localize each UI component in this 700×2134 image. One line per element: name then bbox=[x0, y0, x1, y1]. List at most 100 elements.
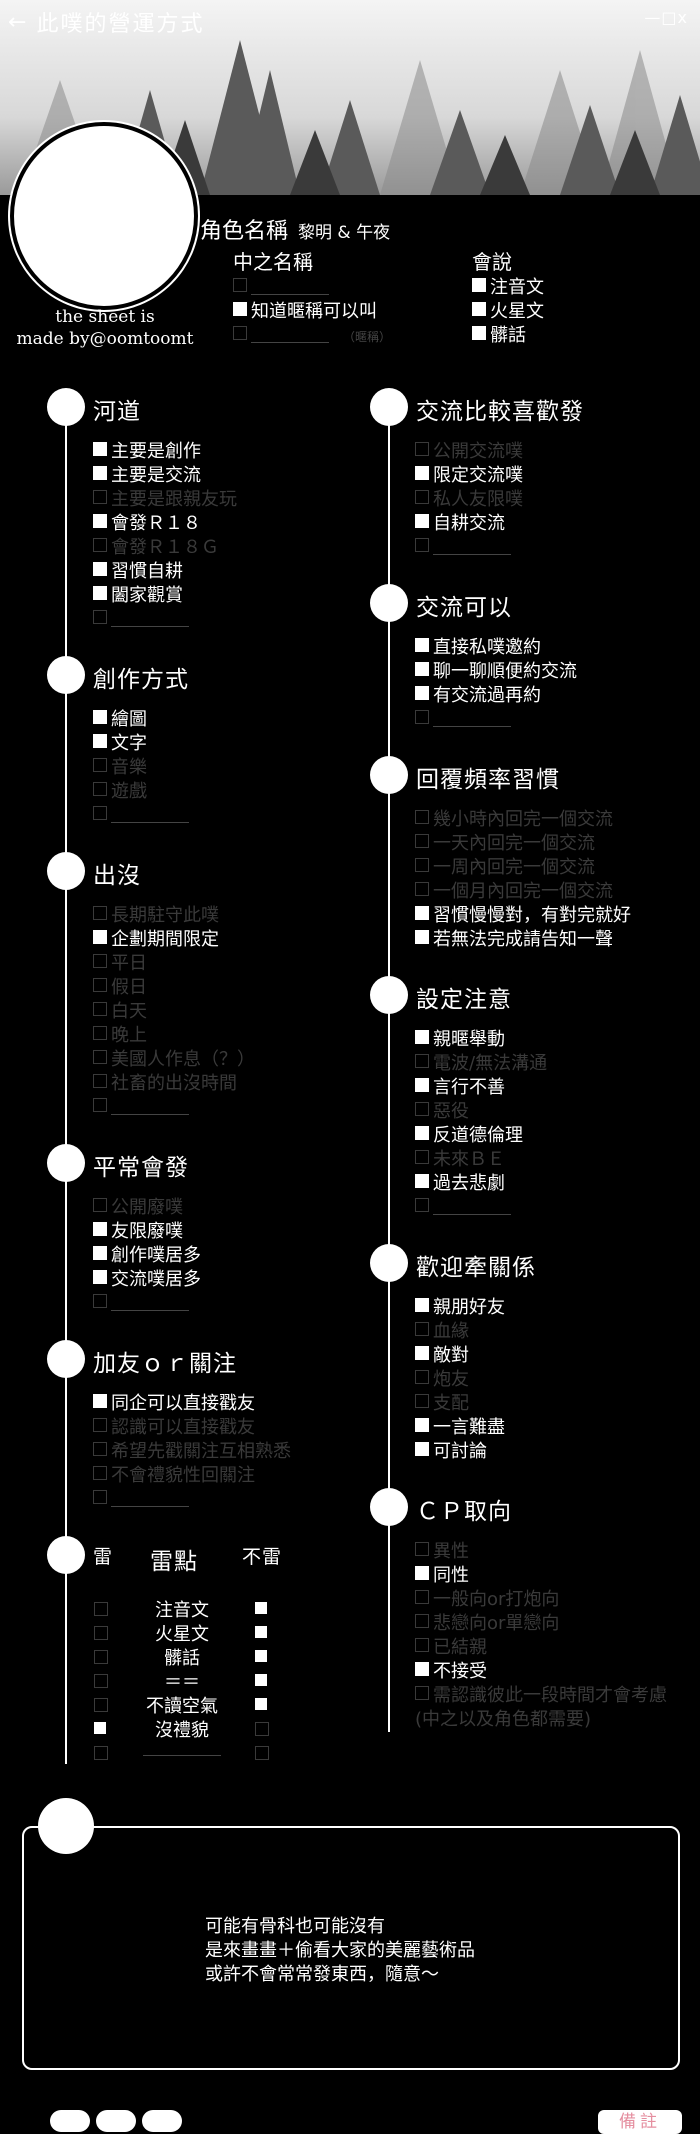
blank-option[interactable] bbox=[415, 536, 511, 560]
checked-box-icon[interactable] bbox=[255, 1674, 267, 1686]
blank-option[interactable]: （暱稱） bbox=[233, 324, 391, 349]
checkbox-option[interactable]: 知道暱稱可以叫 bbox=[233, 300, 377, 324]
unchecked-box-icon[interactable] bbox=[94, 1602, 108, 1616]
unchecked-box-icon[interactable] bbox=[93, 1002, 107, 1016]
checkbox-option[interactable]: 敵對 bbox=[415, 1344, 469, 1368]
unchecked-box-icon[interactable] bbox=[93, 1074, 107, 1088]
checkbox-option[interactable]: 髒話 bbox=[472, 324, 526, 348]
back-arrow-icon[interactable]: ← bbox=[8, 9, 29, 35]
unchecked-box-icon[interactable] bbox=[93, 782, 107, 796]
unchecked-box-icon[interactable] bbox=[93, 954, 107, 968]
checked-box-icon[interactable] bbox=[415, 662, 429, 676]
unchecked-box-icon[interactable] bbox=[415, 810, 429, 824]
unchecked-box-icon[interactable] bbox=[93, 1490, 107, 1504]
checkbox-option[interactable]: 電波/無法溝通 bbox=[415, 1052, 547, 1076]
checkbox-option[interactable]: 平日 bbox=[93, 952, 147, 976]
checked-box-icon[interactable] bbox=[415, 1346, 429, 1360]
checkbox-option[interactable]: 美國人作息（？） bbox=[93, 1048, 255, 1072]
unchecked-box-icon[interactable] bbox=[255, 1746, 269, 1760]
unchecked-box-icon[interactable] bbox=[93, 610, 107, 624]
checked-box-icon[interactable] bbox=[472, 278, 486, 292]
checked-box-icon[interactable] bbox=[415, 906, 429, 920]
checkbox-option[interactable]: 支配 bbox=[415, 1392, 469, 1416]
checkbox-option[interactable]: 同企可以直接戳友 bbox=[93, 1392, 255, 1416]
unchecked-box-icon[interactable] bbox=[93, 538, 107, 552]
checkbox-option[interactable]: 交流噗居多 bbox=[93, 1268, 201, 1292]
unchecked-box-icon[interactable] bbox=[415, 1590, 429, 1604]
checkbox-option[interactable]: 文字 bbox=[93, 732, 147, 756]
checked-box-icon[interactable] bbox=[415, 1174, 429, 1188]
unchecked-box-icon[interactable] bbox=[93, 1294, 107, 1308]
checkbox-option[interactable]: 一般向or打炮向 bbox=[415, 1588, 559, 1612]
blank-option[interactable] bbox=[233, 276, 329, 300]
checkbox-option[interactable]: (中之以及角色都需要) bbox=[415, 1708, 591, 1732]
unchecked-box-icon[interactable] bbox=[93, 806, 107, 820]
checked-box-icon[interactable] bbox=[415, 1566, 429, 1580]
checked-box-icon[interactable] bbox=[415, 1078, 429, 1092]
checkbox-option[interactable]: 同性 bbox=[415, 1564, 469, 1588]
checkbox-option[interactable]: 親朋好友 bbox=[415, 1296, 505, 1320]
checkbox-option[interactable]: 一天內回完一個交流 bbox=[415, 832, 595, 856]
checked-box-icon[interactable] bbox=[255, 1698, 267, 1710]
checkbox-option[interactable]: 直接私噗邀約 bbox=[415, 636, 541, 660]
unchecked-box-icon[interactable] bbox=[233, 278, 247, 292]
checked-box-icon[interactable] bbox=[93, 514, 107, 528]
blank-option[interactable] bbox=[93, 1292, 189, 1316]
checkbox-option[interactable]: 言行不善 bbox=[415, 1076, 505, 1100]
unchecked-box-icon[interactable] bbox=[415, 858, 429, 872]
checkbox-option[interactable]: 創作噗居多 bbox=[93, 1244, 201, 1268]
checkbox-option[interactable]: 繪圖 bbox=[93, 708, 147, 732]
checkbox-option[interactable]: 會發Ｒ１８Ｇ bbox=[93, 536, 219, 560]
checkbox-option[interactable]: 希望先戳關注互相熟悉 bbox=[93, 1440, 291, 1464]
checked-box-icon[interactable] bbox=[93, 1246, 107, 1260]
checkbox-option[interactable]: 未來ＢＥ bbox=[415, 1148, 505, 1172]
checked-box-icon[interactable] bbox=[415, 466, 429, 480]
checked-box-icon[interactable] bbox=[255, 1650, 267, 1662]
unchecked-box-icon[interactable] bbox=[94, 1698, 108, 1712]
checkbox-option[interactable]: 習慣慢慢對，有對完就好 bbox=[415, 904, 631, 928]
checked-box-icon[interactable] bbox=[472, 326, 486, 340]
page-button-1[interactable] bbox=[50, 2110, 90, 2132]
checkbox-option[interactable]: 習慣自耕 bbox=[93, 560, 183, 584]
checkbox-option[interactable]: 聊一聊順便約交流 bbox=[415, 660, 577, 684]
checkbox-option[interactable]: 悲戀向or單戀向 bbox=[415, 1612, 559, 1636]
checkbox-option[interactable]: 過去悲劇 bbox=[415, 1172, 505, 1196]
checked-box-icon[interactable] bbox=[93, 586, 107, 600]
checked-box-icon[interactable] bbox=[255, 1602, 267, 1614]
unchecked-box-icon[interactable] bbox=[93, 490, 107, 504]
unchecked-box-icon[interactable] bbox=[415, 538, 429, 552]
checked-box-icon[interactable] bbox=[93, 710, 107, 724]
checked-box-icon[interactable] bbox=[93, 930, 107, 944]
checkbox-option[interactable]: 友限廢噗 bbox=[93, 1220, 183, 1244]
checkbox-option[interactable]: 炮友 bbox=[415, 1368, 469, 1392]
unchecked-box-icon[interactable] bbox=[93, 978, 107, 992]
unchecked-box-icon[interactable] bbox=[93, 1198, 107, 1212]
blank-option[interactable] bbox=[93, 1096, 189, 1120]
checkbox-option[interactable]: 已結親 bbox=[415, 1636, 487, 1660]
checked-box-icon[interactable] bbox=[93, 442, 107, 456]
checkbox-option[interactable]: 假日 bbox=[93, 976, 147, 1000]
unchecked-box-icon[interactable] bbox=[94, 1650, 108, 1664]
checkbox-option[interactable]: 一周內回完一個交流 bbox=[415, 856, 595, 880]
checked-box-icon[interactable] bbox=[93, 734, 107, 748]
checked-box-icon[interactable] bbox=[93, 1270, 107, 1284]
unchecked-box-icon[interactable] bbox=[233, 326, 247, 340]
checkbox-option[interactable]: 惡役 bbox=[415, 1100, 469, 1124]
checked-box-icon[interactable] bbox=[472, 302, 486, 316]
checkbox-option[interactable]: 反道德倫理 bbox=[415, 1124, 523, 1148]
unchecked-box-icon[interactable] bbox=[415, 1198, 429, 1212]
checkbox-option[interactable]: 主要是創作 bbox=[93, 440, 201, 464]
checked-box-icon[interactable] bbox=[415, 1662, 429, 1676]
unchecked-box-icon[interactable] bbox=[93, 1442, 107, 1456]
unchecked-box-icon[interactable] bbox=[93, 1098, 107, 1112]
unchecked-box-icon[interactable] bbox=[415, 1150, 429, 1164]
unchecked-box-icon[interactable] bbox=[93, 906, 107, 920]
checkbox-option[interactable]: 主要是交流 bbox=[93, 464, 201, 488]
unchecked-box-icon[interactable] bbox=[415, 1394, 429, 1408]
unchecked-box-icon[interactable] bbox=[415, 1542, 429, 1556]
unchecked-box-icon[interactable] bbox=[415, 1322, 429, 1336]
checkbox-option[interactable]: 親暱舉動 bbox=[415, 1028, 505, 1052]
unchecked-box-icon[interactable] bbox=[415, 710, 429, 724]
checkbox-option[interactable]: 不會禮貌性回關注 bbox=[93, 1464, 255, 1488]
checkbox-option[interactable]: 公開交流噗 bbox=[415, 440, 523, 464]
